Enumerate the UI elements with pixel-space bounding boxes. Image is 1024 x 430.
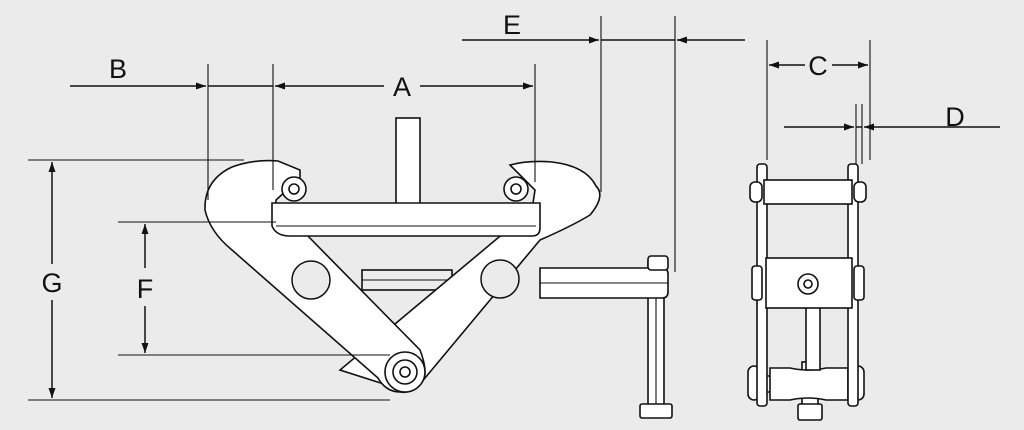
dimension-c: C [769, 51, 868, 81]
left-jaw-hole [291, 260, 331, 300]
screw-spindle [639, 261, 673, 419]
spindle-nut [647, 255, 669, 271]
label-e: E [503, 10, 521, 40]
beam-flange-bar [271, 202, 541, 237]
label-c: C [808, 51, 828, 81]
right-jaw-roller [503, 176, 529, 202]
dimension-g: G [41, 162, 63, 398]
dimension-f: F [137, 224, 154, 353]
left-jaw-roller [281, 176, 307, 202]
clamp-front-view [204, 117, 673, 419]
dimension-lines: B A E C D [28, 10, 1000, 401]
label-a: A [393, 72, 411, 102]
dimension-a: A [208, 72, 533, 102]
top-stem [395, 117, 421, 211]
label-b: B [109, 54, 127, 84]
label-d: D [945, 102, 965, 132]
clamp-side-view [747, 163, 867, 421]
dimension-e: E [462, 10, 745, 44]
right-jaw-hole [480, 259, 520, 299]
label-f: F [137, 274, 154, 304]
dimension-b: B [70, 54, 206, 90]
spindle-arm [539, 255, 669, 299]
label-g: G [41, 268, 62, 298]
spindle-foot [639, 403, 673, 419]
bottom-pivot [384, 351, 426, 393]
dimension-d: D [784, 102, 1000, 132]
